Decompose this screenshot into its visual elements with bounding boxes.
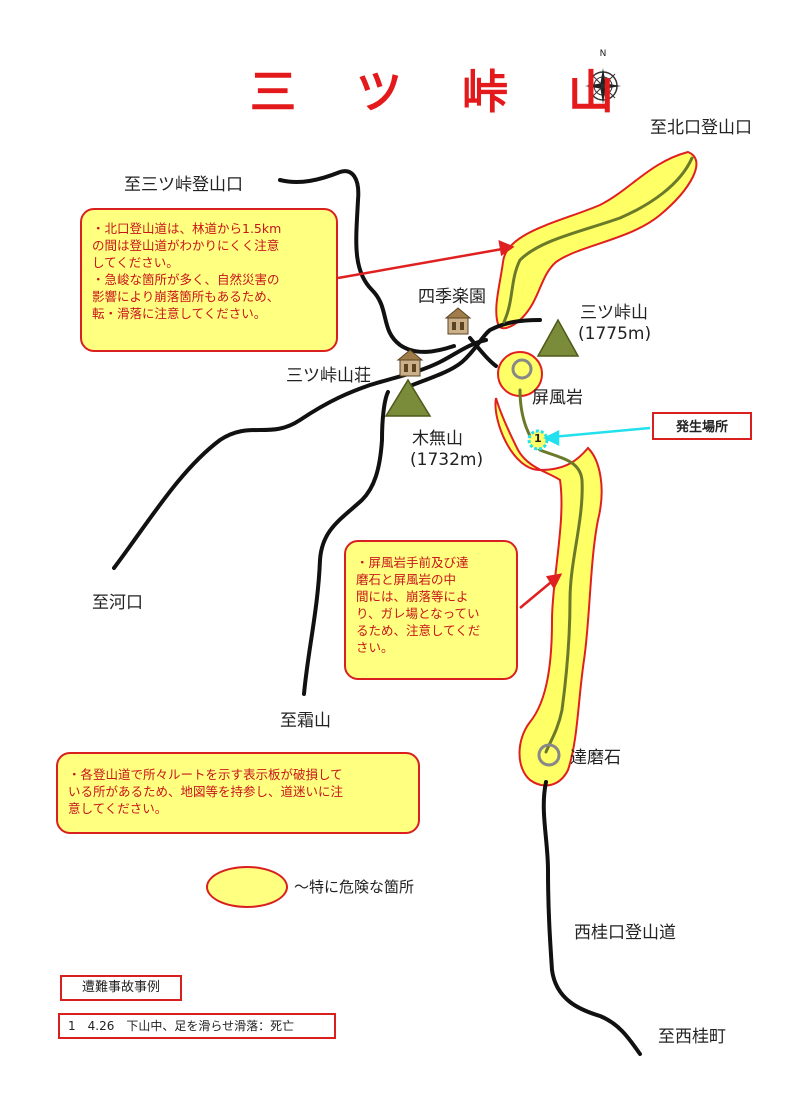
mountain-mitsutoge-icon [536, 318, 580, 357]
case-item: 1 4.26 下山中、足を滑らせ滑落：死亡 [58, 1013, 336, 1039]
legend-danger-swatch [206, 866, 288, 908]
mountain-kinashi-icon [384, 378, 432, 417]
label-nishikatsura-trail: 西桂口登山道 [574, 923, 676, 943]
trail-shikiraku-link [468, 336, 498, 368]
label-shikiraku: 四季楽園 [418, 287, 486, 307]
note-general-line: ・各登山道で所々ルートを示す表示板が破損して [68, 767, 343, 782]
trail-to-mitsutoge-trailhead [278, 169, 456, 354]
label-kawaguchi: 至河口 [92, 593, 143, 613]
arrow-north-note [337, 246, 509, 280]
compass-icon [585, 68, 621, 104]
note-north-line: ・北口登山道は、林道から1.5km [92, 221, 282, 236]
note-middle-line: るため、注意してくだ [356, 623, 481, 638]
label-kinashi: 木無山 [412, 429, 463, 449]
note-north-line: の間は登山道がわかりにくく注意 [92, 238, 280, 253]
label-byobu: 屏風岩 [532, 388, 583, 408]
note-general-line: 意してください。 [68, 801, 168, 816]
arrow-incident [551, 426, 651, 439]
compass-north-letter: N [600, 49, 607, 59]
note-north-trail: ・北口登山道は、林道から1.5km の間は登山道がわかりにくく注意 してください… [80, 208, 338, 352]
note-north-line: してください。 [92, 255, 179, 270]
hut-sanso-icon [396, 349, 424, 377]
trail-north-inner [502, 156, 694, 324]
label-daruma: 達磨石 [570, 748, 621, 768]
byobu-marker [511, 358, 533, 380]
label-mitsutoge-trailhead: 至三ツ峠登山口 [124, 175, 243, 195]
note-byobu-daruma: ・屏風岩手前及び達 磨石と屏風岩の中 間には、崩落等によ り、ガレ場となってい … [344, 540, 518, 680]
note-general: ・各登山道で所々ルートを示す表示板が破損して いる所があるため、地図等を持参し、… [56, 752, 420, 834]
note-middle-line: り、ガレ場となってい [356, 606, 480, 621]
note-general-line: いる所があるため、地図等を持参し、道迷いに注 [68, 784, 344, 799]
cases-title: 遭難事故事例 [60, 975, 182, 1001]
note-north-line: 転・滑落に注意してください。 [92, 306, 267, 321]
label-mitsutoge-elev: (1775m) [578, 324, 652, 344]
incident-marker [527, 429, 549, 451]
label-kitaguchi: 至北口登山口 [650, 118, 752, 138]
danger-zone-north-trail [495, 150, 698, 330]
note-middle-line: さい。 [356, 640, 394, 655]
label-mitsutoge-peak: 三ツ峠山 [580, 303, 648, 323]
note-north-line: 影響により崩落箇所もあるため、 [92, 289, 280, 304]
note-north-line: ・急峻な箇所が多く、自然災害の [92, 272, 280, 287]
label-sanso: 三ツ峠山荘 [286, 366, 371, 386]
arrow-middle-note [519, 577, 557, 609]
label-shimoyama: 至霜山 [280, 711, 331, 731]
incident-marker-number: 1 [534, 432, 542, 445]
trail-nishikatsura [541, 780, 642, 1056]
incident-site-label: 発生場所 [652, 412, 752, 440]
trail-ridge [408, 318, 542, 388]
note-middle-line: 間には、崩落等によ [356, 589, 469, 604]
trail-to-shimoyama [302, 390, 390, 696]
legend-danger-label: ～特に危険な箇所 [294, 878, 415, 896]
danger-zone-byobu-daruma [494, 397, 603, 787]
map-title: 三 ツ 峠 山 [250, 65, 637, 119]
label-nishikatsura-town: 至西桂町 [658, 1027, 726, 1047]
label-kinashi-elev: (1732m) [410, 450, 484, 470]
daruma-marker [537, 743, 561, 767]
note-middle-line: 磨石と屏風岩の中 [356, 572, 457, 587]
note-middle-line: ・屏風岩手前及び達 [356, 555, 469, 570]
trail-to-kawaguchi [112, 338, 488, 570]
hut-shikiraku-icon [444, 307, 472, 335]
